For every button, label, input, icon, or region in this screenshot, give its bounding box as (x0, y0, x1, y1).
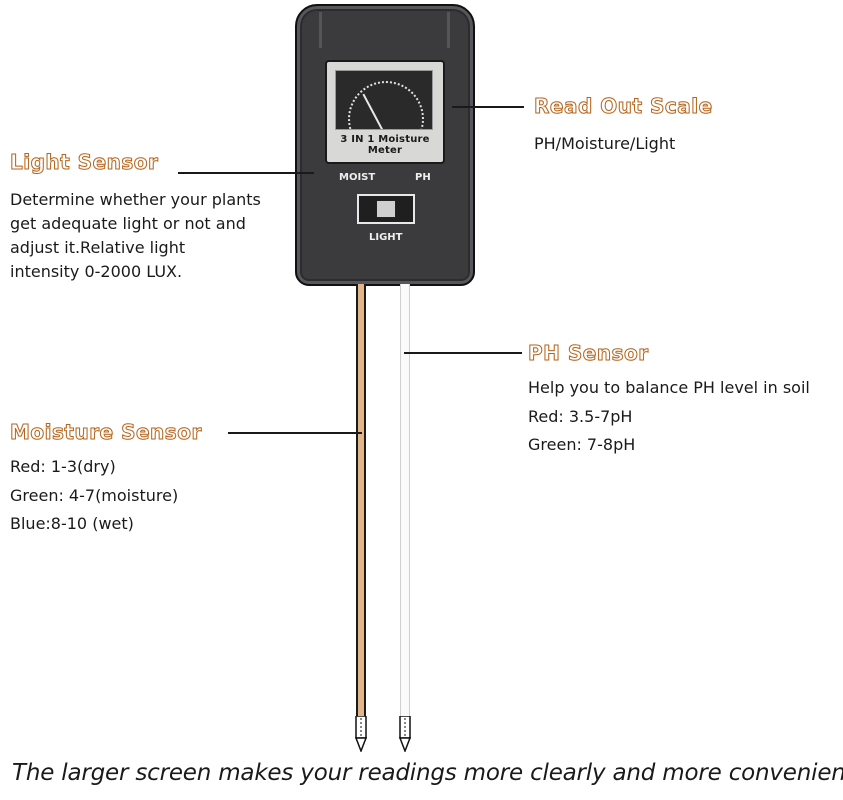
light-sensor-desc-line: Determine whether your plants (10, 190, 261, 209)
body-groove (447, 12, 450, 48)
read-out-scale-title: Read Out Scale (534, 94, 713, 119)
ph-probe-tip-icon (399, 716, 411, 752)
soil-meter-device: 3 IN 1 Moisture Meter MOIST PH LIGHT (295, 4, 475, 286)
dial-scale-arc (348, 81, 424, 129)
ph-sensor-desc-line: Red: 3.5-7pH (528, 407, 633, 426)
moisture-sensor-desc-line: Red: 1-3(dry) (10, 457, 116, 476)
switch-label-ph: PH (415, 172, 431, 183)
ph-sensor-desc-line: Green: 7-8pH (528, 435, 636, 454)
switch-label-light: LIGHT (369, 232, 403, 243)
ph-sensor-title: PH Sensor (528, 341, 649, 366)
mode-selector-switch[interactable] (357, 194, 415, 224)
light-sensor-leader-line (178, 172, 314, 174)
ph-sensor-leader-line (404, 352, 522, 354)
analog-dial (335, 70, 433, 130)
moisture-sensor-desc-line: Green: 4-7(moisture) (10, 486, 179, 505)
moisture-sensor-desc-line: Blue:8-10 (wet) (10, 514, 134, 533)
moisture-probe (356, 284, 366, 716)
moisture-probe-tip-icon (355, 716, 367, 752)
moisture-sensor-leader-line (228, 432, 362, 434)
ph-probe (400, 284, 410, 716)
light-sensor-desc-line: adjust it.Relative light (10, 238, 186, 257)
meter-readout-screen: 3 IN 1 Moisture Meter (325, 60, 445, 164)
light-sensor-desc-line: intensity 0-2000 LUX. (10, 262, 183, 281)
meter-brand-label: 3 IN 1 Moisture Meter (340, 134, 430, 156)
tagline: The larger screen makes your readings mo… (12, 760, 843, 786)
switch-label-moist: MOIST (339, 172, 376, 183)
ph-sensor-desc-line: Help you to balance PH level in soil (528, 378, 810, 397)
light-sensor-desc-line: get adequate light or not and (10, 214, 246, 233)
mode-selector-knob[interactable] (376, 200, 396, 218)
moisture-sensor-title: Moisture Sensor (10, 420, 202, 445)
read-out-scale-leader-line (452, 106, 524, 108)
read-out-scale-desc: PH/Moisture/Light (534, 134, 676, 153)
body-groove (319, 12, 322, 48)
light-sensor-title: Light Sensor (9, 150, 159, 175)
